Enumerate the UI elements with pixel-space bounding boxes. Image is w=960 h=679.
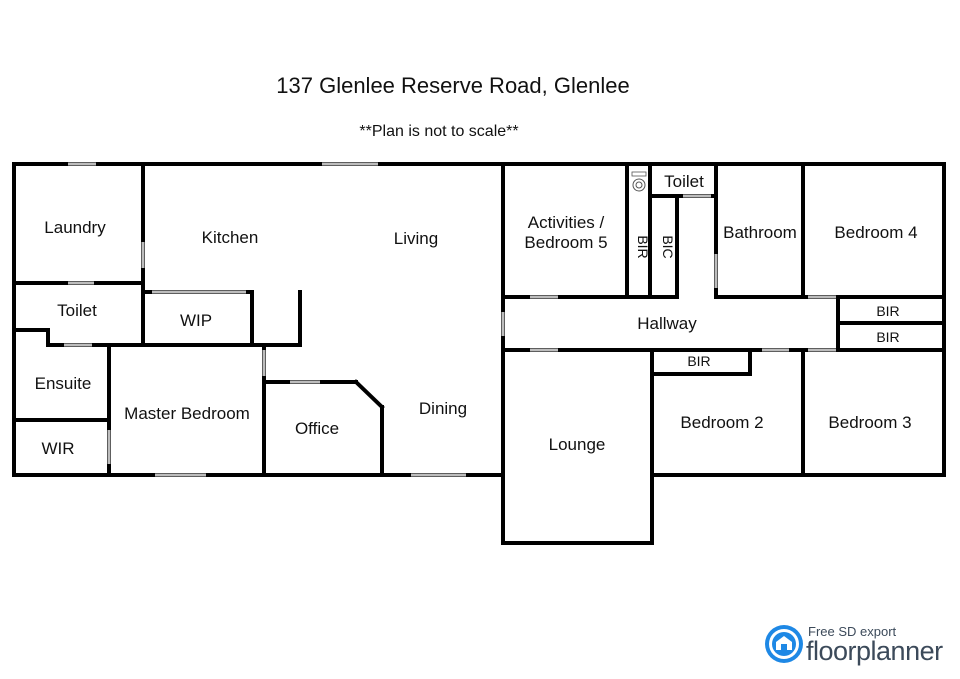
room-master-bedroom: Master Bedroom [124, 404, 250, 423]
room-kitchen: Kitchen [202, 228, 259, 247]
room-bedroom2: Bedroom 2 [680, 413, 763, 432]
room-wir: WIR [41, 439, 74, 458]
plan-title: 137 Glenlee Reserve Road, Glenlee [276, 73, 630, 98]
room-bir-hall: BIR [687, 353, 710, 369]
brand-name: floorplanner [806, 636, 943, 666]
room-bir-vertical: BIR [635, 235, 651, 258]
brand-tagline: Free SD export [808, 624, 897, 639]
room-bedroom3: Bedroom 3 [828, 413, 911, 432]
plan-subtitle: **Plan is not to scale** [359, 123, 519, 140]
room-office: Office [295, 419, 339, 438]
room-lounge: Lounge [549, 435, 606, 454]
room-bic-vertical: BIC [660, 235, 676, 258]
outer-walls [12, 162, 946, 545]
room-bathroom: Bathroom [723, 223, 797, 242]
room-bir-b: BIR [876, 329, 899, 345]
room-laundry: Laundry [44, 218, 106, 237]
openings [64, 162, 836, 477]
room-hallway: Hallway [637, 314, 697, 333]
room-toilet-right: Toilet [664, 172, 704, 191]
room-bir-a: BIR [876, 303, 899, 319]
room-toilet-left: Toilet [57, 301, 97, 320]
room-bedroom4: Bedroom 4 [834, 223, 917, 242]
toilet-fixture-icon [631, 171, 647, 192]
floorplanner-logo-icon [765, 625, 803, 663]
room-activities-line1: Activities / [528, 213, 605, 232]
room-ensuite: Ensuite [35, 374, 92, 393]
room-activities-line2: Bedroom 5 [524, 233, 607, 252]
room-living: Living [394, 229, 438, 248]
room-wip: WIP [180, 311, 212, 330]
room-dining: Dining [419, 399, 467, 418]
